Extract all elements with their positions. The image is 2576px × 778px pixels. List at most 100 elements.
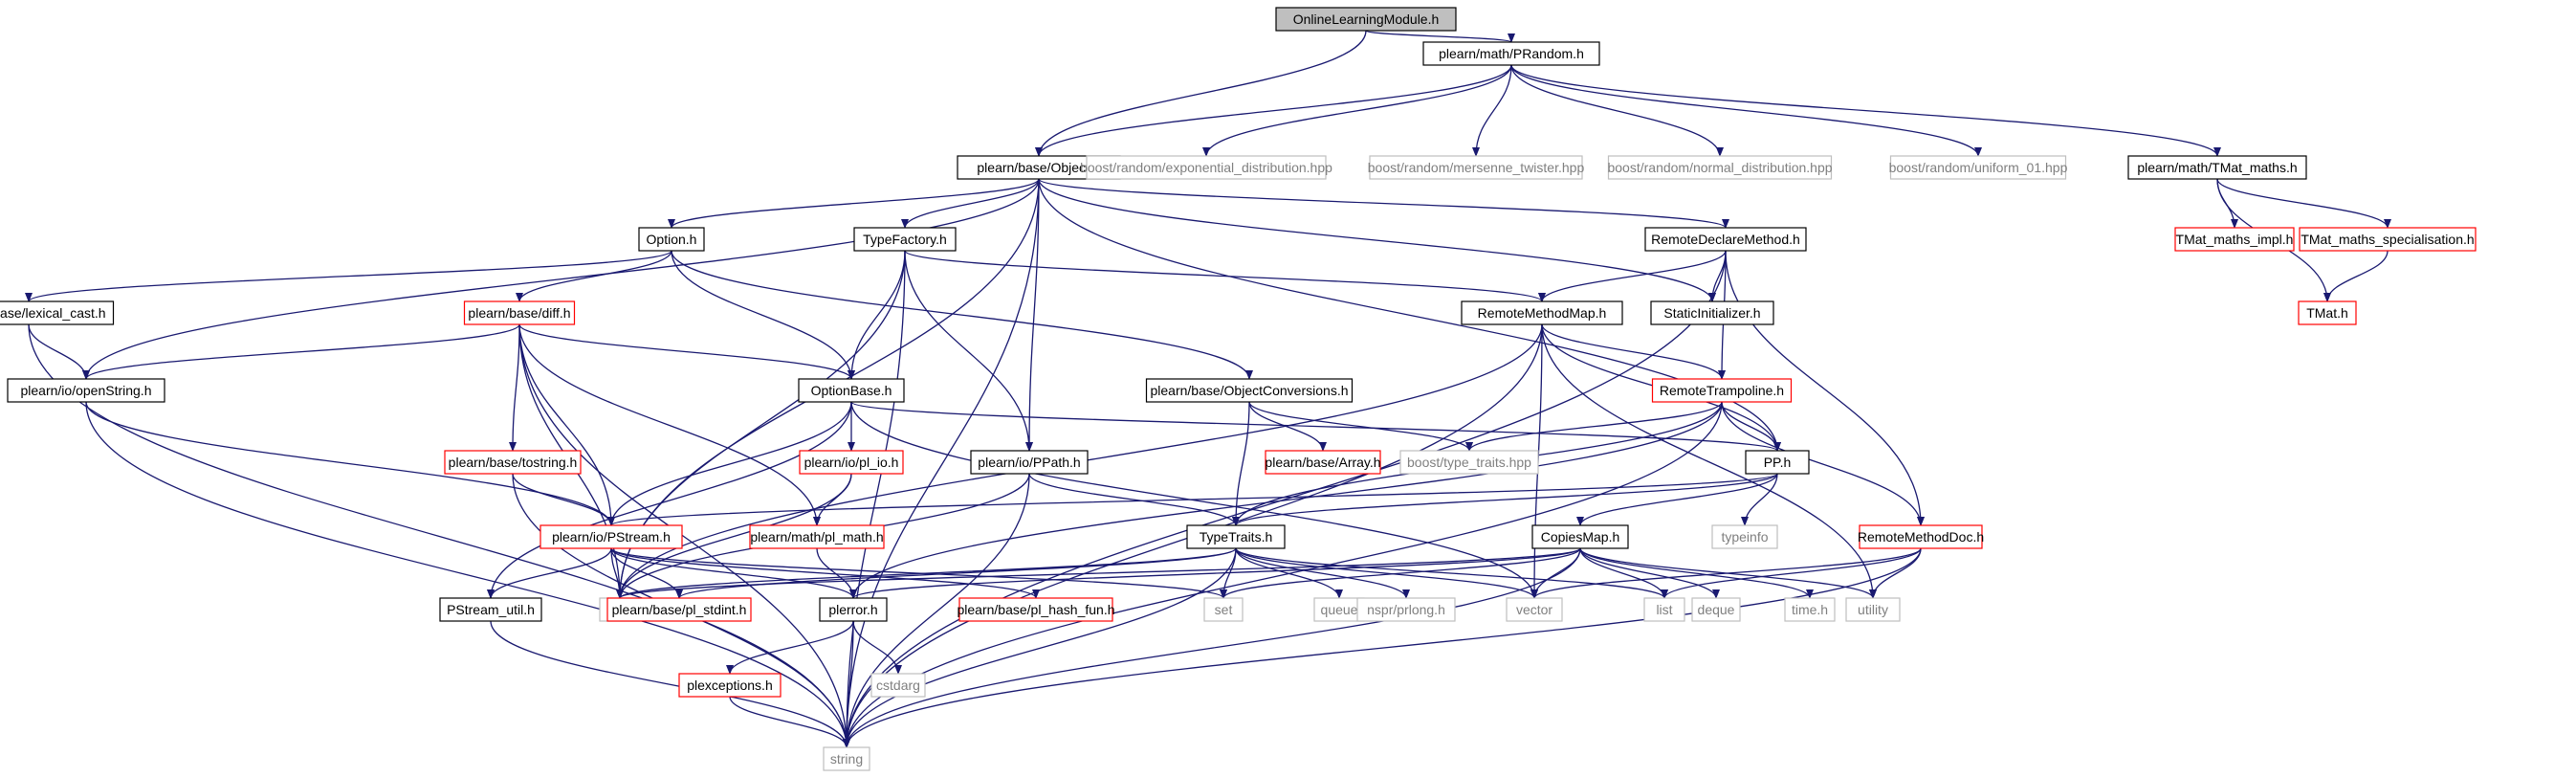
node-typefactory-h[interactable]: TypeFactory.h xyxy=(853,227,957,252)
edge-object-to-string xyxy=(843,178,1040,748)
node-layer: OnlineLearningModule.h plearn/math/PRando… xyxy=(0,7,2477,771)
node-label: PStream_util.h xyxy=(447,602,535,617)
node-nspr-prlong-h: nspr/prlong.h xyxy=(1356,597,1456,622)
node-typetraits-h[interactable]: TypeTraits.h xyxy=(1186,524,1286,549)
node-label: typeinfo xyxy=(1721,529,1768,545)
node-boost-random-mersenne-twister-hpp: boost/random/mersenne_twister.hpp xyxy=(1368,155,1584,180)
edge-objconv-to-array xyxy=(1248,401,1327,452)
node-label: TypeFactory.h xyxy=(863,232,947,247)
node-onlinelearningmodule-h[interactable]: OnlineLearningModule.h xyxy=(1275,7,1457,32)
node-label: CopiesMap.h xyxy=(1541,529,1620,545)
node-plearn-io-pl-io-h[interactable]: plearn/io/pl_io.h xyxy=(799,450,904,475)
node-box xyxy=(819,597,888,622)
node-label: boost/random/exponential_distribution.hp… xyxy=(1080,160,1332,175)
edge-typetraits-to-queue xyxy=(1235,547,1343,599)
edge-copiesmap-to-plerror xyxy=(849,547,1581,599)
node-box xyxy=(2174,227,2295,252)
edge-diff-to-openstring xyxy=(82,323,520,380)
edge-objconv-to-typetraits xyxy=(1232,401,1250,526)
node-box xyxy=(870,673,926,698)
node-box xyxy=(1643,597,1685,622)
edge-copiesmap-to-string xyxy=(843,547,1581,748)
node-label: OptionBase.h xyxy=(811,383,892,398)
node-plearn-io-ppath-h[interactable]: plearn/io/PPath.h xyxy=(970,450,1089,475)
edge-remotedeclare-to-remotemethodmap xyxy=(1538,250,1727,302)
edge-trampoline-to-typetraitshpp xyxy=(1465,401,1723,452)
node-plearn-base-diff-h[interactable]: plearn/base/diff.h xyxy=(463,300,576,325)
node-pp-h[interactable]: PP.h xyxy=(1745,450,1810,475)
node-set: set xyxy=(1203,597,1244,622)
edge-online-to-object xyxy=(1035,30,1367,157)
edge-diff-to-pstream xyxy=(518,323,615,526)
node-tmat-h[interactable]: TMat.h xyxy=(2298,300,2357,325)
node-label: StaticInitializer.h xyxy=(1663,305,1760,321)
node-label: plearn/base/Array.h xyxy=(1265,455,1380,470)
node-copiesmap-h[interactable]: CopiesMap.h xyxy=(1531,524,1629,549)
node-plexceptions-h[interactable]: plexceptions.h xyxy=(678,673,782,698)
edge-copiesmap-to-map xyxy=(616,547,1581,599)
node-tmat-maths-specialisation-h[interactable]: TMat_maths_specialisation.h xyxy=(2299,227,2477,252)
edge-diff-to-tostring xyxy=(509,323,520,452)
node-label: TMat_maths_impl.h xyxy=(2176,232,2294,247)
node-plearn-math-prandom-h[interactable]: plearn/math/PRandom.h xyxy=(1422,41,1600,66)
node-remotemethoddoc-h[interactable]: RemoteMethodDoc.h xyxy=(1858,524,1984,549)
node-label: utility xyxy=(1858,602,1888,617)
node-box xyxy=(1745,450,1810,475)
node-box xyxy=(1784,597,1836,622)
node-box xyxy=(970,450,1089,475)
edge-ppath-to-typetraits xyxy=(1028,473,1240,526)
node-label: list xyxy=(1656,602,1672,617)
node-box xyxy=(1275,7,1457,32)
node-box xyxy=(444,450,582,475)
edge-plio-to-plmath xyxy=(813,473,852,526)
node-label: plearn/base/tostring.h xyxy=(449,455,578,470)
node-plearn-base-objectconversions-h[interactable]: plearn/base/ObjectConversions.h xyxy=(1145,378,1354,403)
edge-typefactory-to-optionbase xyxy=(848,250,906,380)
node-option-h[interactable]: Option.h xyxy=(638,227,705,252)
node-boost-random-uniform-01-hpp: boost/random/uniform_01.hpp xyxy=(1889,155,2068,180)
node-box xyxy=(1399,450,1539,475)
node-label: plearn/base/pl_hash_fun.h xyxy=(957,602,1114,617)
node-box xyxy=(853,227,957,252)
node-label: set xyxy=(1215,602,1233,617)
node-tmat-maths-impl-h[interactable]: TMat_maths_impl.h xyxy=(2174,227,2295,252)
edge-remotemethodmap-to-trampoline xyxy=(1541,323,1726,380)
node-label: nspr/prlong.h xyxy=(1367,602,1445,617)
edge-object-to-remotedeclare xyxy=(1038,178,1729,229)
node-plearn-base-lexical-cast-h[interactable]: plearn/base/lexical_cast.h xyxy=(0,300,115,325)
node-plearn-math-pl-math-h[interactable]: plearn/math/pl_math.h xyxy=(749,524,885,549)
edge-option-to-objconv xyxy=(671,250,1253,380)
node-remotemethodmap-h[interactable]: RemoteMethodMap.h xyxy=(1461,300,1623,325)
edge-typetraits-to-stdint xyxy=(675,547,1237,599)
node-plearn-io-pstream-h[interactable]: plearn/io/PStream.h xyxy=(539,524,683,549)
node-plearn-io-openstring-h[interactable]: plearn/io/openString.h xyxy=(7,378,165,403)
node-remotetrampoline-h[interactable]: RemoteTrampoline.h xyxy=(1651,378,1793,403)
node-string: string xyxy=(823,746,870,771)
node-box xyxy=(2127,155,2307,180)
edge-prandom-to-normal xyxy=(1510,64,1724,157)
node-typeinfo: typeinfo xyxy=(1711,524,1778,549)
node-box xyxy=(1145,378,1354,403)
node-remotedeclaremethod-h[interactable]: RemoteDeclareMethod.h xyxy=(1644,227,1807,252)
node-label: plearn/base/diff.h xyxy=(468,305,570,321)
node-label: plexceptions.h xyxy=(687,678,773,693)
node-label: deque xyxy=(1698,602,1735,617)
edge-prandom-to-object xyxy=(1035,64,1512,157)
edge-object-to-pp xyxy=(1038,178,1781,452)
edge-objconv-to-typetraitshpp xyxy=(1248,401,1473,452)
node-label: RemoteMethodDoc.h xyxy=(1858,529,1984,545)
node-box xyxy=(958,597,1113,622)
edge-typefactory-to-remotemethodmap xyxy=(904,250,1546,302)
node-plearn-base-array-h[interactable]: plearn/base/Array.h xyxy=(1265,450,1381,475)
node-box xyxy=(539,524,683,549)
node-plearn-math-tmat-maths-h[interactable]: plearn/math/TMat_maths.h xyxy=(2127,155,2307,180)
node-pstream-util-h[interactable]: PStream_util.h xyxy=(439,597,542,622)
node-optionbase-h[interactable]: OptionBase.h xyxy=(798,378,905,403)
node-plearn-base-pl-stdint-h[interactable]: plearn/base/pl_stdint.h xyxy=(606,597,752,622)
node-label: RemoteMethodMap.h xyxy=(1478,305,1607,321)
node-plearn-base-tostring-h[interactable]: plearn/base/tostring.h xyxy=(444,450,582,475)
node-plearn-base-pl-hash-fun-h[interactable]: plearn/base/pl_hash_fun.h xyxy=(957,597,1115,622)
node-staticinitializer-h[interactable]: StaticInitializer.h xyxy=(1650,300,1774,325)
node-plerror-h[interactable]: plerror.h xyxy=(819,597,888,622)
node-label: TypeTraits.h xyxy=(1200,529,1273,545)
